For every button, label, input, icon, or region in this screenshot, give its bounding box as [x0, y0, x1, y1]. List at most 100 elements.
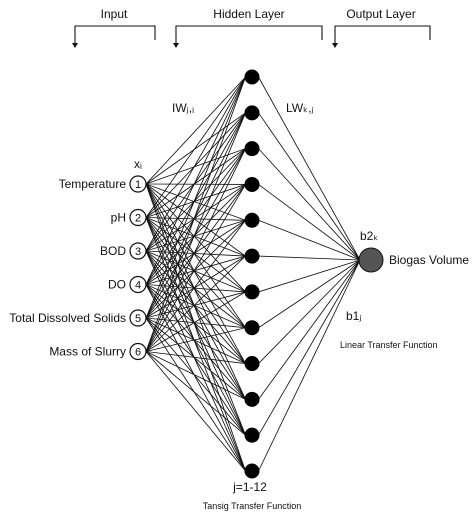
input-hidden-connection [145, 217, 246, 293]
input-neuron-index: 5 [135, 313, 141, 325]
input-hidden-connection [145, 317, 246, 472]
input-hidden-connection [145, 148, 246, 285]
input-hidden-connection [145, 255, 246, 319]
input-hidden-connection [145, 217, 246, 436]
hidden-output-connection [258, 259, 361, 329]
input-neuron-index: 1 [135, 179, 141, 191]
input-hidden-connection [145, 112, 246, 185]
input-variable-name: pH [111, 211, 126, 225]
input-hidden-connection [145, 183, 246, 221]
hidden-output-connection [258, 259, 361, 364]
input-hidden-connection [145, 351, 246, 400]
hidden-output-connection [258, 259, 361, 400]
hidden-index-label: j=1-12 [232, 480, 267, 494]
input-hidden-connection [145, 184, 246, 252]
hidden-neuron [244, 356, 260, 372]
hidden-bias-label: b1ⱼ [346, 309, 361, 323]
input-hidden-connection [145, 219, 246, 252]
hidden-transfer-function: Tansig Transfer Function [203, 501, 302, 511]
input-hidden-connection [145, 217, 246, 329]
input-neuron [129, 242, 147, 260]
input-hidden-connection [145, 184, 246, 218]
output-bias-label: b2ₖ [360, 229, 378, 243]
input-hidden-connection [145, 183, 246, 293]
input-hidden-connection [145, 183, 246, 364]
input-hidden-connection [145, 351, 246, 472]
hidden-output-connection [258, 148, 361, 261]
input-hidden-connection [145, 250, 246, 400]
input-hidden-connection [145, 219, 246, 319]
input-hidden-connection [145, 284, 246, 436]
hidden-neuron [244, 105, 260, 121]
input-hidden-connection [145, 76, 246, 285]
input-neuron-index: 4 [135, 280, 141, 292]
input-hidden-connection [145, 183, 246, 436]
hidden-output-connection [258, 112, 361, 261]
input-hidden-connection [145, 184, 246, 285]
input-hidden-connection [145, 317, 246, 400]
input-hidden-connection [145, 76, 246, 252]
input-hidden-connection [145, 148, 246, 352]
input-hidden-connection [145, 317, 246, 364]
input-hidden-connection [145, 255, 246, 285]
input-hidden-connection [145, 76, 246, 185]
input-hidden-connection [145, 250, 246, 364]
input-hidden-connection [145, 148, 246, 319]
input-hidden-connection [145, 76, 246, 352]
section-output-bracket [334, 25, 431, 45]
input-variable-label: xᵢ [134, 157, 142, 171]
input-variable-name: BOD [100, 244, 126, 258]
input-hidden-connection [145, 183, 246, 257]
input-hidden-connection [145, 327, 246, 352]
hidden-neuron [244, 141, 260, 157]
hidden-layer [244, 69, 260, 479]
input-neuron-index: 2 [135, 213, 141, 225]
input-hidden-connection [145, 250, 246, 257]
input-variable-name: Mass of Slurry [49, 345, 126, 359]
input-hidden-connection [145, 183, 246, 472]
hidden-output-connection [258, 184, 361, 261]
input-hidden-connection [145, 184, 246, 352]
hidden-output-connection [258, 76, 361, 261]
input-hidden-connection [145, 219, 246, 285]
hidden-neuron [244, 212, 260, 228]
hidden-output-connection [258, 259, 361, 436]
input-hidden-connection [145, 148, 246, 185]
input-hidden-connection [145, 112, 246, 252]
hidden-neuron [244, 427, 260, 443]
output-transfer-function: Linear Transfer Function [340, 340, 438, 350]
output-neuron [358, 247, 384, 273]
output-name-label: Biogas Volume [389, 253, 469, 267]
hidden-neuron [244, 69, 260, 85]
input-neuron-index: 3 [135, 246, 141, 258]
input-hidden-connection [145, 255, 246, 352]
input-hidden-connection [145, 112, 246, 352]
input-hidden-connection [145, 250, 246, 472]
section-hidden-bracket [175, 25, 323, 45]
input-hidden-connection [145, 351, 246, 436]
layer-weight-label: LWₖ,ⱼ [286, 101, 314, 115]
section-output-title: Output Layer [346, 7, 415, 21]
input-hidden-connection [145, 76, 246, 218]
hidden-neuron [244, 391, 260, 407]
input-hidden-connection [145, 217, 246, 257]
input-hidden-connection [145, 250, 246, 436]
section-output-arrow [332, 43, 338, 48]
section-hidden-arrow [173, 43, 179, 48]
hidden-neuron [244, 463, 260, 479]
connections [145, 76, 361, 472]
input-hidden-connection [145, 184, 246, 319]
input-hidden-connection [145, 291, 246, 319]
input-neuron [129, 208, 147, 227]
input-hidden-connection [145, 317, 246, 436]
hidden-neuron [244, 248, 260, 264]
input-hidden-connection [145, 217, 246, 472]
input-hidden-connection [145, 284, 246, 293]
input-hidden-connection [145, 112, 246, 218]
input-neuron [129, 175, 147, 193]
input-hidden-connection [145, 183, 246, 328]
hidden-output-connection [258, 219, 361, 261]
input-variable-name: Total Dissolved Solids [9, 311, 126, 325]
